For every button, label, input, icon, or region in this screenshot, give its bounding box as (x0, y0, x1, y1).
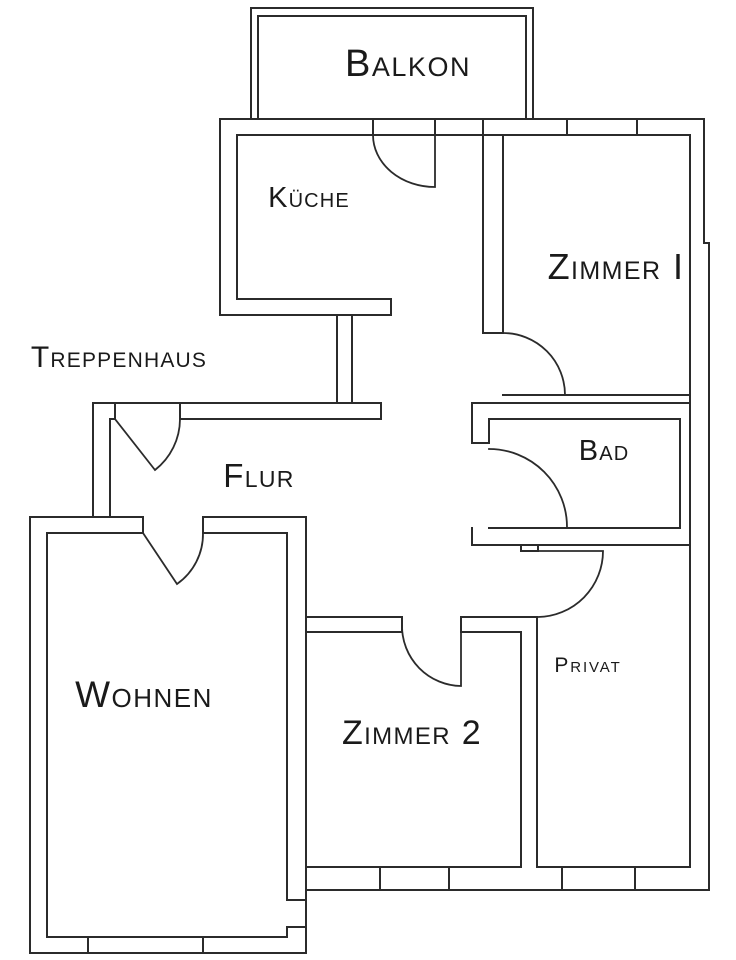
bad-door-arc (488, 448, 568, 528)
balcony-walls (250, 7, 534, 120)
wohnen-door-swing (141, 531, 204, 586)
room-label-bad: Bad (579, 435, 630, 467)
room-label-privat: Privat (554, 654, 621, 677)
zimmer2-privat-divider-wall (520, 616, 538, 868)
zimmer1-door-arc (502, 332, 566, 396)
zimmer2-door-swing (401, 625, 462, 687)
room-label-kueche: Küche (268, 182, 350, 214)
entrance-door-swing (113, 417, 181, 472)
east-exterior-wall (689, 118, 710, 891)
hall-walls (92, 402, 382, 518)
room-label-wohnen: Wohnen (75, 674, 213, 715)
room-label-treppenhaus: Treppenhaus (31, 341, 207, 374)
kitchen-walls (219, 118, 392, 316)
wohnen-walls (29, 516, 307, 954)
balcony-door-swing (372, 134, 436, 188)
privat-door-wall-stub (520, 544, 539, 552)
privat-door-swing (537, 550, 604, 618)
top-exterior-wall (219, 118, 705, 136)
walls-layer (29, 7, 710, 954)
room-label-zimmer-1: Zimmer I (548, 246, 685, 287)
south-exterior-walls (305, 866, 710, 891)
room-label-zimmer-2: Zimmer 2 (342, 714, 482, 752)
zimmer1-bad-walls (471, 394, 691, 546)
labels-layer: Balkon Küche Zimmer I Treppenhaus Flur B… (31, 43, 685, 752)
room-label-balkon: Balkon (345, 43, 471, 85)
room-label-flur: Flur (223, 457, 294, 494)
zimmer2-north-walls (305, 616, 538, 633)
zimmer1-west-wall (482, 118, 504, 334)
stairwell-pillar-wall (336, 314, 353, 404)
doors-layer (113, 134, 604, 687)
